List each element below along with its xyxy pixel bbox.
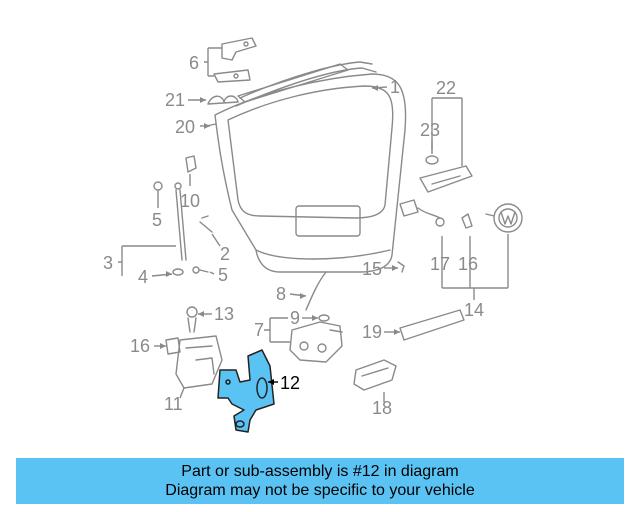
callout-4: 4 xyxy=(138,267,148,287)
strut-part-10 xyxy=(174,155,197,261)
info-banner: Part or sub-assembly is #12 in diagram D… xyxy=(16,458,624,504)
callout-5-top: 5 xyxy=(152,210,162,230)
emblem-part-14 xyxy=(485,203,523,233)
hinge-part-6 xyxy=(213,37,257,83)
clip-part-16-upper xyxy=(461,213,473,229)
latch-part-7 xyxy=(289,321,343,363)
callout-6: 6 xyxy=(189,53,199,73)
callout-16-upper: 16 xyxy=(458,254,478,274)
clip-part-16-lower xyxy=(165,337,181,355)
callout-9: 9 xyxy=(290,308,300,328)
callout-12: 12 xyxy=(280,373,300,393)
callout-18: 18 xyxy=(372,398,392,418)
callout-19: 19 xyxy=(362,322,382,342)
banner-line-part-number: Part or sub-assembly is #12 in diagram xyxy=(181,463,459,480)
rod-part-8 xyxy=(305,271,327,311)
banner-line-disclaimer: Diagram may not be specific to your vehi… xyxy=(165,482,475,499)
actuator-part-11 xyxy=(175,335,223,389)
callout-13: 13 xyxy=(214,304,234,324)
leader-arrowheads xyxy=(160,85,400,385)
callout-11: 11 xyxy=(164,394,183,414)
bolt-part-13 xyxy=(186,306,198,333)
weatherstrip-part-21 xyxy=(207,95,239,105)
callout-8: 8 xyxy=(276,284,286,304)
callout-23: 23 xyxy=(420,120,440,140)
molding-part-19 xyxy=(399,309,465,341)
clip-part-9 xyxy=(318,314,330,322)
callout-14: 14 xyxy=(464,300,484,320)
callout-5-lower: 5 xyxy=(218,265,228,285)
callout-15: 15 xyxy=(362,259,382,279)
callout-17: 17 xyxy=(430,254,450,274)
callout-10: 10 xyxy=(180,191,200,211)
callout-22: 22 xyxy=(436,78,456,98)
callout-labels: 1 6 21 20 10 5 3 4 2 5 22 23 17 16 14 15… xyxy=(103,53,484,418)
bolt-part-2 xyxy=(199,215,213,233)
spoiler xyxy=(237,63,349,103)
clip-part-5 xyxy=(153,181,209,274)
sensor-part-17 xyxy=(399,199,445,227)
callout-2: 2 xyxy=(220,244,230,264)
rod-part-15 xyxy=(397,261,405,273)
clip-part-4 xyxy=(172,268,184,276)
callout-1: 1 xyxy=(390,77,400,97)
liftgate xyxy=(214,61,407,273)
handle-part-22 xyxy=(419,155,473,193)
callout-16-lower: 16 xyxy=(130,336,150,356)
callout-3: 3 xyxy=(103,253,113,273)
parts-diagram: 1 6 21 20 10 5 3 4 2 5 22 23 17 16 14 15… xyxy=(103,37,523,433)
handle-part-18 xyxy=(353,359,397,391)
callout-7: 7 xyxy=(254,320,264,340)
callout-21: 21 xyxy=(165,90,185,110)
bracket-part-12 xyxy=(217,349,275,433)
callout-20: 20 xyxy=(175,117,195,137)
